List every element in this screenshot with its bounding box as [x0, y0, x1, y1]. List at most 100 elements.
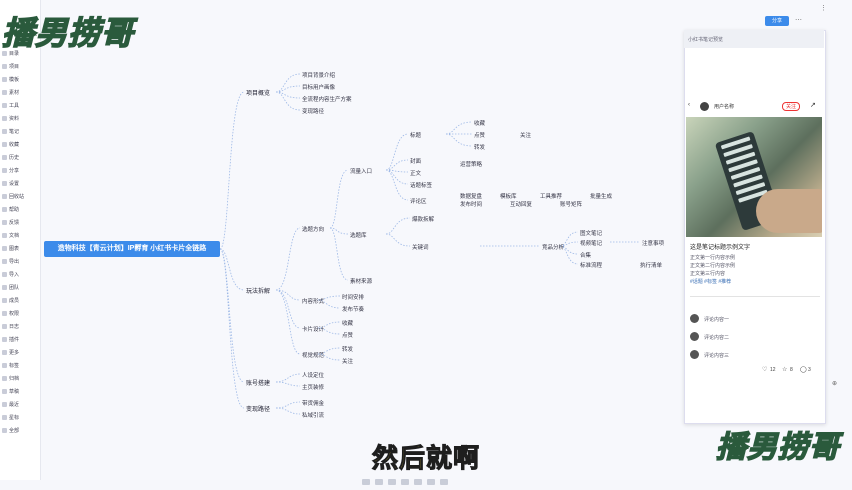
sidebar-item[interactable]: 成员 [2, 297, 38, 305]
sidebar-item[interactable]: 素材 [2, 89, 38, 97]
share-icon[interactable]: ↗ [810, 102, 816, 109]
sidebar-item[interactable]: 项目 [2, 63, 38, 71]
sidebar-item[interactable]: 帮助 [2, 206, 38, 214]
watermark-bottom: 播男捞哥 [715, 429, 840, 466]
sidebar-item[interactable]: 设置 [2, 180, 38, 188]
node-deep-8[interactable]: 收藏 [474, 121, 486, 127]
node-overview-4[interactable]: 变现路径 [302, 109, 325, 115]
node-deep-27[interactable]: 注意事项 [642, 241, 665, 247]
node-gameplay-3[interactable]: 卡片设计 [302, 327, 325, 333]
sidebar-item[interactable]: 星标 [2, 414, 38, 422]
node-deep-7[interactable]: 评论区 [410, 199, 427, 205]
node-deep-17[interactable]: 发布时间 [460, 202, 483, 208]
sidebar-item[interactable]: 导入 [2, 271, 38, 279]
star-icon[interactable]: ☆ [782, 367, 788, 373]
node-deep-25[interactable]: 合集 [580, 253, 592, 259]
node-account-1[interactable]: 人设定位 [302, 373, 325, 379]
node-deep-5[interactable]: 正文 [410, 171, 422, 177]
sidebar-item[interactable]: 日志 [2, 323, 38, 331]
node-monetize-1[interactable]: 带货佣金 [302, 401, 325, 407]
more-icon[interactable]: ⋯ [795, 17, 802, 24]
doc-icon [2, 415, 7, 421]
sidebar-item[interactable]: 笔记 [2, 128, 38, 136]
node-deep-4[interactable]: 封面 [410, 159, 422, 165]
sidebar-item[interactable]: 最近 [2, 401, 38, 409]
node-deep-6[interactable]: 话题标签 [410, 183, 433, 189]
sidebar-item[interactable]: 目录 [2, 50, 38, 58]
node-deep-24[interactable]: 视频笔记 [580, 241, 603, 247]
node-deep-30[interactable]: 收藏 [342, 321, 354, 327]
sidebar-item[interactable]: 标签 [2, 362, 38, 370]
node-deep-20[interactable]: 爆款拆解 [412, 217, 435, 223]
zoom-icon[interactable]: ⊕ [832, 381, 838, 387]
branch-account[interactable]: 账号搭建 [246, 381, 271, 387]
back-icon[interactable]: ‹ [688, 102, 690, 108]
sidebar-item[interactable]: 资料 [2, 115, 38, 123]
sidebar-item[interactable]: 更多 [2, 349, 38, 357]
node-deep-15[interactable]: 工具推荐 [540, 194, 563, 200]
node-deep-18[interactable]: 互动回复 [510, 202, 533, 208]
node-deep-10[interactable]: 转发 [474, 145, 486, 151]
sidebar-item-label: 导入 [9, 272, 20, 278]
sidebar-item[interactable]: 图表 [2, 245, 38, 253]
node-deep-32[interactable]: 转发 [342, 347, 354, 353]
author-name[interactable]: 用户名称 [714, 104, 735, 110]
branch-gameplay[interactable]: 玩法拆解 [246, 289, 271, 295]
node-deep-22[interactable]: 竞品分析 [542, 245, 565, 251]
node-deep-14[interactable]: 模板库 [500, 194, 517, 200]
node-gameplay-2[interactable]: 内容形式 [302, 299, 325, 305]
sidebar-item[interactable]: 草稿 [2, 388, 38, 396]
note-cover-image[interactable] [686, 117, 822, 237]
share-button[interactable]: 分享 [765, 16, 789, 26]
menu-icon[interactable]: ⋮ [820, 5, 827, 12]
note-tags[interactable]: #话题 #标签 #推荐 [690, 279, 732, 285]
sidebar-item[interactable]: 历史 [2, 154, 38, 162]
node-deep-0[interactable]: 流量入口 [350, 169, 373, 175]
node-deep-21[interactable]: 关键词 [412, 245, 429, 251]
node-deep-13[interactable]: 数据复盘 [460, 194, 483, 200]
sidebar-item[interactable]: 归档 [2, 375, 38, 383]
node-deep-28[interactable]: 执行清单 [640, 263, 663, 269]
follow-button[interactable]: 关注 [782, 102, 801, 111]
sidebar-item[interactable]: 反馈 [2, 219, 38, 227]
node-deep-31[interactable]: 点赞 [342, 333, 354, 339]
node-deep-26[interactable]: 标准流程 [580, 263, 603, 269]
node-deep-23[interactable]: 图文笔记 [580, 231, 603, 237]
sidebar-item[interactable]: 文档 [2, 232, 38, 240]
node-deep-9[interactable]: 点赞 [474, 133, 486, 139]
node-deep-1[interactable]: 选题库 [350, 233, 367, 239]
node-overview-3[interactable]: 全流程内容生产方案 [302, 97, 352, 103]
sidebar-item[interactable]: 收藏 [2, 141, 38, 149]
node-gameplay-5[interactable]: 发布节奏 [342, 307, 365, 313]
node-overview-1[interactable]: 项目背景介绍 [302, 73, 336, 79]
sidebar-item[interactable]: 权限 [2, 310, 38, 318]
node-monetize-2[interactable]: 私域引流 [302, 413, 325, 419]
node-deep-12[interactable]: 运营策略 [460, 162, 483, 168]
mindmap-root-node[interactable]: 造物科技【青云计划】IP孵育 小红书卡片全链路 [44, 241, 220, 257]
doc-icon [2, 246, 7, 252]
author-avatar[interactable] [700, 102, 709, 111]
like-icon[interactable]: ♡ [762, 367, 768, 373]
branch-overview[interactable]: 项目概览 [246, 91, 271, 97]
comment-icon[interactable]: ◯ [800, 367, 807, 373]
node-gameplay-4[interactable]: 视觉规范 [302, 353, 325, 359]
sidebar-item[interactable]: 导出 [2, 258, 38, 266]
sidebar-item[interactable]: 团队 [2, 284, 38, 292]
sidebar-item[interactable]: 插件 [2, 336, 38, 344]
sidebar-item[interactable]: 工具 [2, 102, 38, 110]
node-deep-19[interactable]: 账号矩阵 [560, 202, 583, 208]
node-deep-11[interactable]: 关注 [520, 133, 532, 139]
branch-monetize[interactable]: 变现路径 [246, 407, 271, 413]
node-deep-2[interactable]: 素材来源 [350, 279, 373, 285]
node-gameplay-1[interactable]: 选题方向 [302, 227, 325, 233]
node-deep-3[interactable]: 标题 [410, 133, 422, 139]
sidebar-item[interactable]: 全部 [2, 427, 38, 435]
node-deep-16[interactable]: 批量生成 [590, 194, 613, 200]
node-deep-29[interactable]: 时间安排 [342, 295, 365, 301]
sidebar-item[interactable]: 模板 [2, 76, 38, 84]
node-account-2[interactable]: 主页装修 [302, 385, 325, 391]
node-deep-33[interactable]: 关注 [342, 359, 354, 365]
sidebar-item[interactable]: 回收站 [2, 193, 38, 201]
sidebar-item[interactable]: 分享 [2, 167, 38, 175]
node-overview-2[interactable]: 目标用户画像 [302, 85, 336, 91]
